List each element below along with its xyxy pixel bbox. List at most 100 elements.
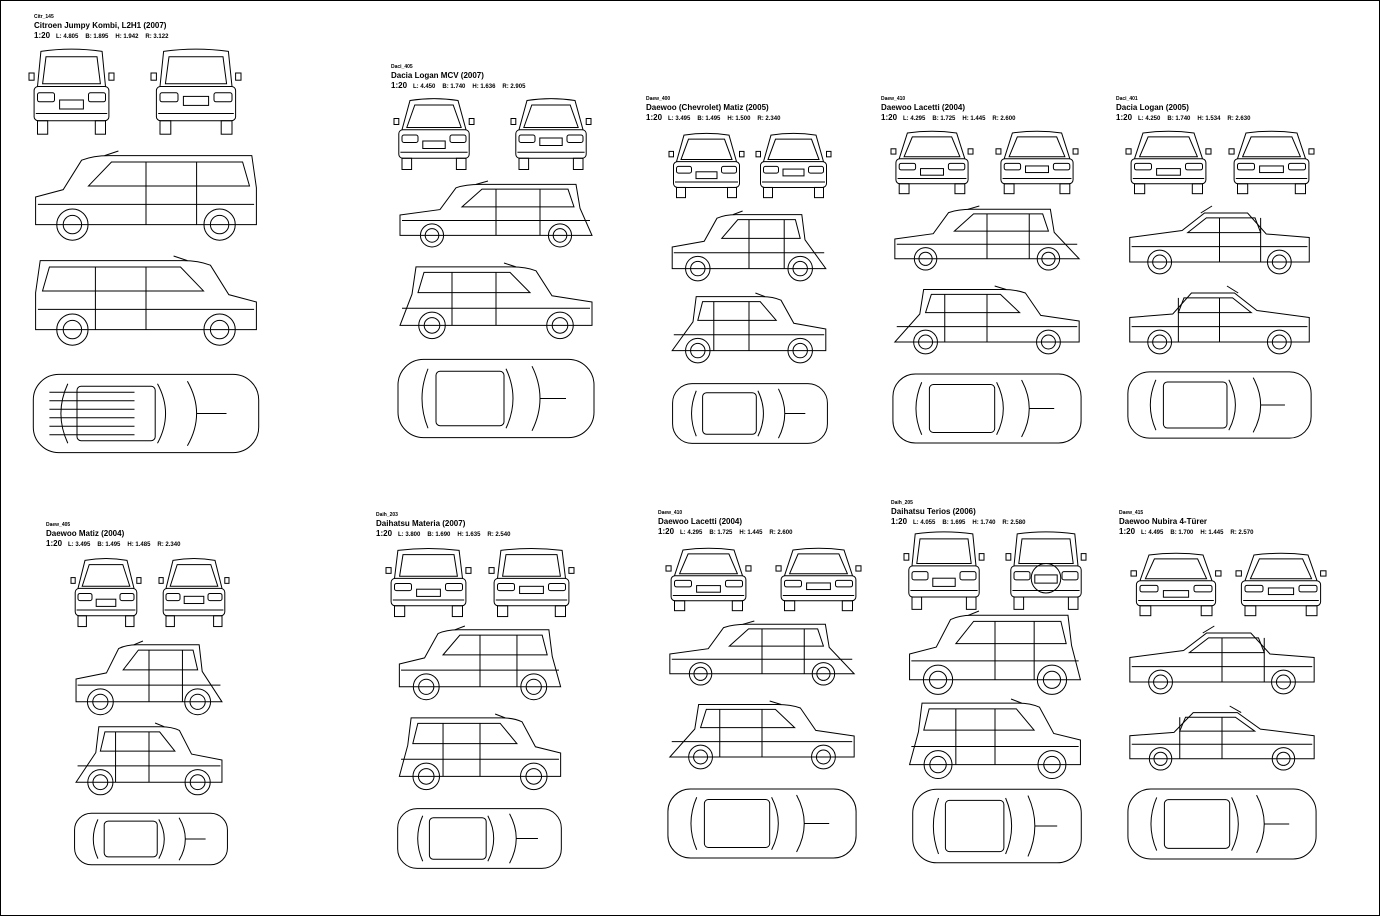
rear-window-line	[421, 368, 429, 429]
windshield	[406, 104, 462, 128]
wheel-rim	[525, 678, 542, 695]
drawing-code: Daew_410	[881, 96, 906, 102]
roof-outline	[898, 130, 966, 159]
wheel-rim	[424, 228, 440, 243]
wheel-rim	[209, 319, 230, 340]
side-view	[893, 285, 1080, 355]
antenna	[494, 713, 506, 719]
wheel-rim	[1042, 670, 1062, 689]
wheel-rim	[792, 342, 808, 359]
antenna	[1202, 625, 1215, 634]
rear-view	[510, 98, 592, 170]
wheel	[518, 157, 530, 170]
roof-outline	[401, 98, 467, 130]
body-profile	[671, 296, 827, 352]
body-profile	[1129, 712, 1315, 760]
wheel	[401, 157, 413, 170]
wheel	[165, 615, 175, 628]
wheel	[94, 120, 107, 135]
car-label: Citr_145 Citroen Jumpy Kombi, L2H1 (2007…	[34, 14, 175, 41]
drawing-code: Daci_405	[391, 64, 413, 70]
rear-window-line	[417, 815, 424, 862]
tail-light	[207, 592, 223, 602]
wheel-rim	[792, 260, 808, 277]
car-title: Citroen Jumpy Kombi, L2H1 (2007)	[34, 21, 167, 30]
wheel	[554, 605, 567, 618]
windshield	[1144, 558, 1208, 580]
headlight	[445, 582, 463, 592]
roof-outline	[1139, 552, 1213, 581]
wheel	[203, 313, 236, 346]
wheel	[688, 662, 713, 686]
headlight	[401, 134, 419, 143]
headlight	[394, 582, 412, 592]
mirror	[745, 565, 752, 572]
wheel	[688, 744, 713, 770]
body-outline	[1010, 565, 1082, 598]
length: L: 3.495	[668, 116, 691, 122]
side-view	[35, 150, 257, 241]
windshield-line	[1005, 797, 1013, 855]
scale: 1:20	[1116, 113, 1133, 122]
car-title: Daihatsu Materia (2007)	[376, 519, 466, 528]
wheel	[685, 255, 711, 282]
drawing-code: Daew_410	[658, 510, 683, 516]
mirror	[755, 150, 761, 158]
headlight	[37, 92, 55, 103]
headlight	[911, 571, 929, 581]
wheel	[394, 605, 406, 618]
wheel	[87, 769, 114, 796]
width: B: 1.695	[942, 520, 966, 526]
wheel	[811, 662, 836, 686]
grille	[422, 140, 446, 149]
wheel	[184, 769, 211, 796]
height: H: 1.500	[727, 116, 751, 122]
license-plate	[806, 582, 831, 591]
car-title: Daewoo (Chevrolet) Matiz (2005)	[646, 103, 769, 112]
windshield-line	[1256, 794, 1265, 854]
wheel	[520, 762, 548, 791]
rear-window	[1018, 538, 1074, 564]
headlight	[449, 134, 467, 143]
body-outline	[1240, 580, 1322, 607]
grille	[1156, 168, 1181, 176]
side-windows	[697, 301, 778, 321]
rear-window	[1241, 136, 1302, 158]
roof-outline	[911, 531, 977, 566]
side-windows	[41, 266, 205, 292]
side-windows	[728, 628, 825, 647]
side-windows	[720, 219, 801, 239]
antenna	[503, 262, 517, 268]
side-windows	[953, 213, 1050, 232]
tail-light	[518, 134, 536, 143]
wheelbase: R: 2.340	[157, 542, 181, 548]
roof-outline	[763, 132, 824, 162]
wheel	[814, 186, 824, 199]
wheel-rim	[816, 666, 831, 681]
wheel	[220, 120, 233, 135]
body-outline	[1000, 158, 1074, 185]
front-view	[393, 98, 475, 170]
wheel	[731, 600, 744, 612]
mirror	[568, 567, 575, 574]
wheel	[1305, 605, 1318, 617]
wheel	[497, 605, 509, 618]
wheelbase: R: 2.580	[1002, 520, 1026, 526]
mirror	[224, 577, 230, 584]
roof-outline	[518, 98, 584, 130]
drawing-code: Citr_145	[34, 14, 54, 20]
mirror	[108, 72, 115, 81]
mirror	[668, 150, 674, 158]
body-profile	[35, 260, 257, 331]
scale: 1:20	[46, 539, 63, 548]
rear-view	[158, 558, 230, 628]
roof-outline	[1003, 130, 1071, 159]
wheel	[1037, 750, 1067, 780]
body-outline	[1127, 371, 1312, 439]
mirror	[1205, 148, 1212, 155]
wheel	[418, 311, 446, 340]
roof	[702, 392, 757, 435]
headlight	[88, 92, 106, 103]
body-outline	[397, 808, 562, 869]
